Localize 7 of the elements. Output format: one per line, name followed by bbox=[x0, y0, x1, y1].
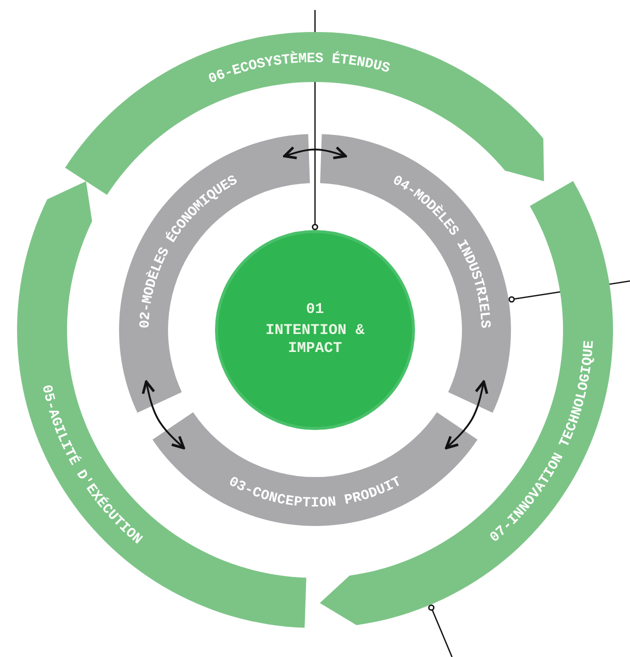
double-arrow bbox=[283, 146, 347, 160]
ring-segment bbox=[152, 412, 478, 526]
step-number: 01 bbox=[306, 300, 324, 320]
center-label: INTENTION & IMPACT bbox=[264, 322, 366, 360]
double-arrow bbox=[142, 380, 186, 450]
leader-line bbox=[428, 604, 453, 657]
double-arrow bbox=[444, 380, 488, 450]
